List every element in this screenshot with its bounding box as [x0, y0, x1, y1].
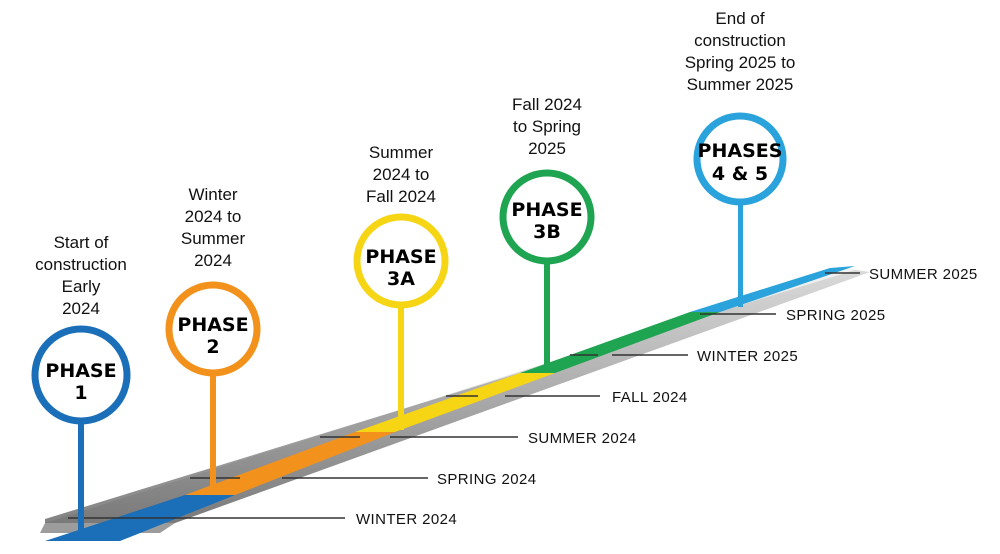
phase-1-caption-line3: Early: [62, 277, 101, 296]
season-label-fall-2024: FALL 2024: [612, 389, 688, 406]
phase-1-marker: PHASE 1 Start of construction Early 2024: [31, 233, 131, 540]
phase-3a-caption-line3: Fall 2024: [366, 187, 436, 206]
phase-1-title: PHASE: [45, 360, 116, 382]
phase-2-title: PHASE: [177, 314, 248, 336]
phase-3a-marker: PHASE 3A Summer 2024 to Fall 2024: [353, 143, 449, 430]
band-phase-3a: [355, 373, 555, 432]
phase-3b-marker: PHASE 3B Fall 2024 to Spring 2025: [499, 95, 595, 372]
phase-2-caption-line4: 2024: [194, 251, 232, 270]
phase-2-caption-line3: Summer: [181, 229, 246, 248]
phase-2-caption-line1: Winter: [188, 185, 237, 204]
phase-1-caption-line1: Start of: [54, 233, 109, 252]
band-phases-4-5: [690, 266, 855, 312]
phase-2-marker: PHASE 2 Winter 2024 to Summer 2024: [165, 185, 261, 490]
phases-4-5-caption-line3: Spring 2025 to: [685, 53, 796, 72]
phase-3b-title: PHASE: [511, 199, 582, 221]
season-label-spring-2024: SPRING 2024: [437, 471, 536, 488]
phases-4-5-caption-line4: Summer 2025: [687, 75, 794, 94]
phase-2-caption-line2: 2024 to: [185, 207, 242, 226]
season-label-summer-2024: SUMMER 2024: [528, 430, 637, 447]
season-label-summer-2025: SUMMER 2025: [869, 266, 978, 283]
band-phase-3b: [520, 312, 720, 373]
phases-4-5-caption-line2: construction: [694, 31, 786, 50]
phase-1-caption-line4: 2024: [62, 299, 100, 318]
phase-1-number: 1: [74, 382, 87, 404]
phase-1-caption-line2: construction: [35, 255, 127, 274]
season-label-spring-2025: SPRING 2025: [786, 307, 885, 324]
phases-4-5-title: PHASES: [698, 140, 783, 162]
phases-4-5-caption-line1: End of: [715, 9, 764, 28]
season-label-winter-2025: WINTER 2025: [697, 348, 798, 365]
phase-3a-number: 3A: [387, 268, 415, 290]
phase-3a-title: PHASE: [365, 246, 436, 268]
phase-3b-number: 3B: [533, 221, 561, 243]
band-phase-2: [185, 432, 395, 495]
phase-2-number: 2: [206, 336, 219, 358]
phase-3a-caption-line2: 2024 to: [373, 165, 430, 184]
season-label-winter-2024: WINTER 2024: [356, 511, 457, 528]
phase-3b-caption-line1: Fall 2024: [512, 95, 582, 114]
phase-3b-caption-line3: 2025: [528, 139, 566, 158]
phases-4-5-marker: PHASES 4 & 5 End of construction Spring …: [685, 9, 796, 307]
season-markers: [68, 272, 860, 519]
phase-3b-caption-line2: to Spring: [513, 117, 581, 136]
phases-4-5-number: 4 & 5: [712, 163, 768, 185]
phase-3a-caption-line1: Summer: [369, 143, 434, 162]
